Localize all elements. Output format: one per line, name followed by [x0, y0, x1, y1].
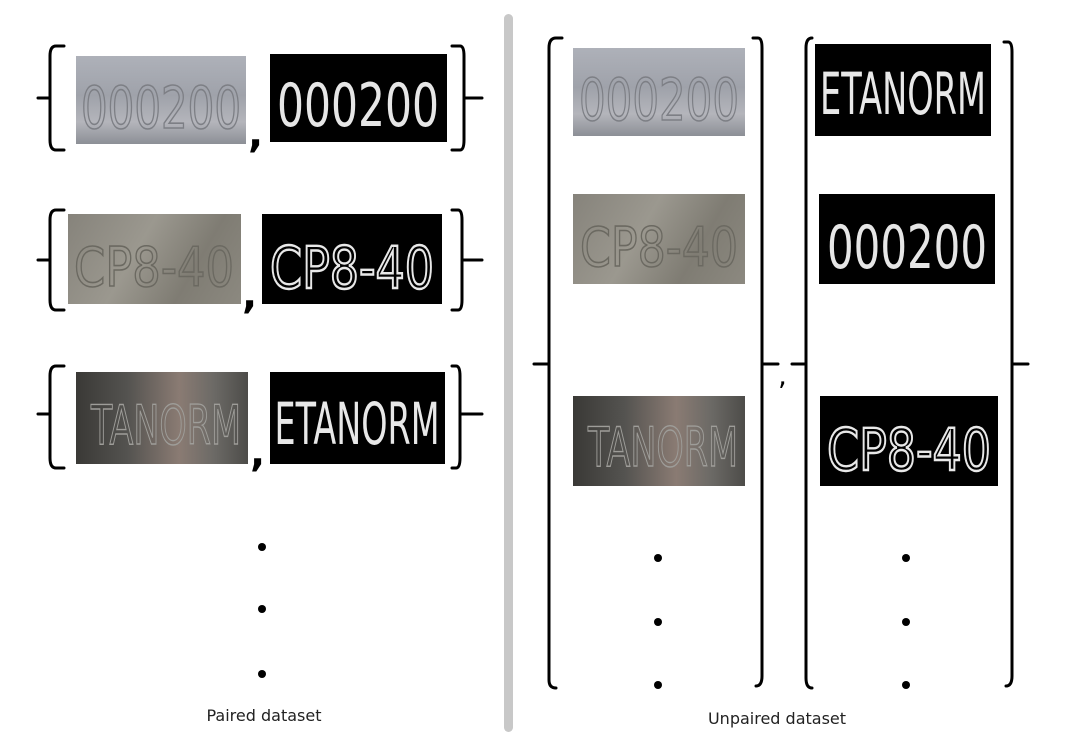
right-bracket — [1002, 40, 1030, 688]
continuation-dot — [258, 605, 266, 613]
target-image-text: CP8-40 — [270, 234, 434, 302]
source-image-text: 000200 — [579, 66, 739, 134]
continuation-dot — [654, 554, 662, 562]
target-image-etanorm: ETANORM — [270, 372, 445, 464]
continuation-dot — [902, 681, 910, 689]
continuation-dot — [654, 681, 662, 689]
unpaired-dataset-caption: Unpaired dataset — [707, 709, 847, 728]
continuation-dot — [258, 543, 266, 551]
source-image-000200: 000200 — [76, 56, 246, 144]
source-image-tanorm: TANORM — [573, 396, 745, 486]
source-image-text: CP8-40 — [74, 236, 234, 299]
left-bracket — [790, 36, 814, 690]
target-image-cp8-40: CP8-40 — [262, 214, 442, 304]
continuation-dot — [902, 554, 910, 562]
left-bracket — [532, 36, 564, 690]
source-image-cp8-40: CP8-40 — [68, 214, 241, 304]
set-separator: , — [778, 359, 787, 392]
continuation-dot — [902, 618, 910, 626]
paired-dataset-caption: Paired dataset — [206, 706, 322, 725]
source-image-tanorm: TANORM — [76, 372, 248, 464]
source-image-text: CP8-40 — [580, 216, 738, 279]
target-image-000200: 000200 — [270, 54, 447, 142]
source-image-cp8-40: CP8-40 — [573, 194, 745, 284]
left-bracket — [36, 208, 66, 312]
target-image-text: ETANORM — [820, 60, 986, 128]
pair-separator: , — [250, 430, 266, 476]
target-image-text: CP8-40 — [827, 416, 991, 484]
pair-separator: , — [248, 111, 264, 157]
source-image-text: 000200 — [81, 74, 241, 142]
target-image-000200: 000200 — [819, 194, 995, 284]
source-image-000200: 000200 — [573, 48, 745, 136]
target-image-text: ETANORM — [275, 390, 440, 458]
target-image-text: 000200 — [277, 71, 439, 141]
left-bracket — [36, 44, 66, 152]
pair-separator: , — [242, 272, 258, 318]
right-bracket — [450, 44, 484, 152]
source-image-text: TANORM — [90, 394, 241, 457]
source-image-text: TANORM — [587, 416, 738, 479]
target-image-cp8-40: CP8-40 — [820, 396, 998, 486]
right-bracket — [450, 364, 484, 470]
continuation-dot — [654, 618, 662, 626]
left-bracket — [36, 364, 66, 470]
right-bracket — [450, 208, 484, 312]
right-bracket — [751, 36, 780, 688]
panel-divider — [504, 14, 513, 732]
target-image-etanorm: ETANORM — [815, 44, 991, 136]
continuation-dot — [258, 670, 266, 678]
target-image-text: 000200 — [827, 213, 987, 283]
